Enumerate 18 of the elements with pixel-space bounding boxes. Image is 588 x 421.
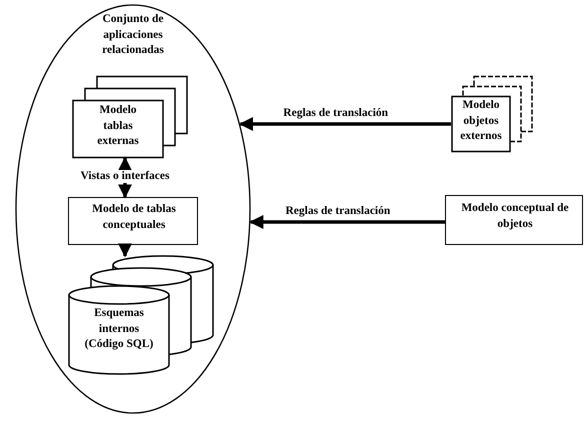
edge-label: Reglas de translación [281,107,390,121]
edge-label: Reglas de translación [283,205,392,219]
node-label: Esquemas internos (Código SQL) [84,306,154,352]
model-box [445,195,583,245]
node-label: Modelo conceptual de objetos [460,201,570,232]
node-label: Modelo de tablas conceptuales [91,202,177,233]
arrow [238,117,451,131]
edge-label: Vistas o interfaces [78,170,172,184]
node-label: Modelo objetos externos [459,98,503,144]
database-cylinders [68,256,214,376]
application-set-ellipse [15,4,251,414]
arrow [118,243,132,258]
stacked-model-sheets [451,76,533,152]
model-box [68,197,198,245]
stacked-model-sheets [72,76,188,158]
node-label: Modelo tablas externas [96,103,140,150]
node-label: Conjunto de aplicaciones relacionadas [101,12,165,58]
arrow [249,215,445,229]
